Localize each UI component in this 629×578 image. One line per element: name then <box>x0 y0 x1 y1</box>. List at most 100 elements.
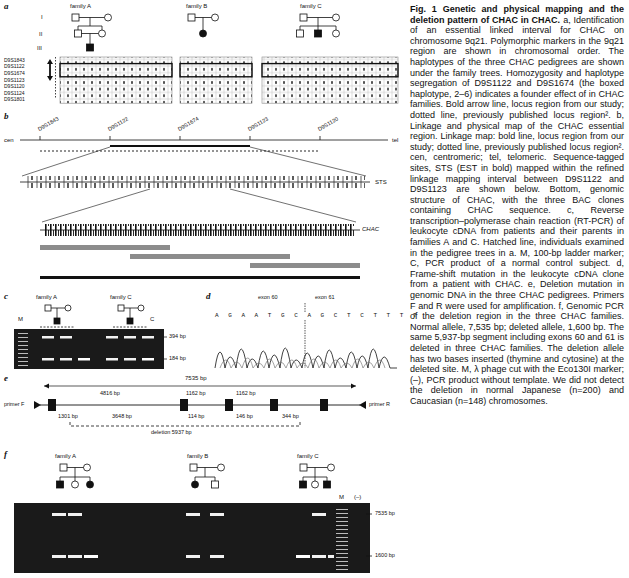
gel-image <box>328 555 334 558</box>
figure-label: 184 bp <box>169 356 186 362</box>
pedigree <box>127 318 133 324</box>
pedigree <box>57 481 64 488</box>
pedigree <box>307 17 333 18</box>
figure-label: exon 60 <box>258 295 278 301</box>
figure-label: primer R <box>369 402 390 408</box>
linkage-map <box>40 136 41 140</box>
deletion-map <box>44 386 356 387</box>
figure-label: deletion 5937 bp <box>150 430 193 436</box>
gel-image <box>142 336 154 339</box>
figure-label: 394 bp <box>169 334 186 340</box>
deletion-map <box>34 384 366 427</box>
chromatogram <box>220 358 385 368</box>
linkage-map <box>130 254 290 259</box>
gel-image <box>186 555 200 558</box>
linkage-map <box>42 189 150 222</box>
gel-image <box>60 336 72 339</box>
figure-label: CHAC <box>362 226 379 232</box>
panel-letter: d <box>206 292 211 301</box>
panel-letter: e <box>4 374 8 383</box>
figure-label: D9S1124 <box>4 91 24 96</box>
gel-image <box>14 329 164 369</box>
pedigree <box>324 481 331 488</box>
pedigree <box>300 481 307 488</box>
linkage-map <box>20 140 388 141</box>
pedigree <box>51 308 65 309</box>
pedigree <box>312 481 319 488</box>
pedigree <box>124 308 138 309</box>
figure-label: family B <box>186 3 207 9</box>
haplotype-grid <box>60 64 172 77</box>
figure-label: exon 61 <box>315 295 335 301</box>
deletion-map <box>34 401 366 409</box>
pedigree <box>318 26 319 30</box>
pedigree <box>130 308 131 318</box>
pedigree <box>84 464 91 471</box>
figure-label: D9S1123 <box>4 78 24 83</box>
pedigree <box>212 481 219 488</box>
pedigree <box>300 14 307 21</box>
sequence-text: A G A A T G C A G C T C T T T T <box>215 313 420 319</box>
gel-image <box>106 336 118 339</box>
gel-image <box>42 358 54 361</box>
figure-label: family B <box>187 453 208 459</box>
gel-image <box>18 331 28 367</box>
marker-label: D9S1122 <box>107 116 129 132</box>
figure-label: 7535 bp <box>375 511 395 517</box>
linkage-map <box>45 224 355 236</box>
marker-label: D9S1120 <box>317 116 339 132</box>
deletion-map <box>40 405 360 406</box>
pedigree <box>333 30 340 37</box>
figure-label: 114 bp <box>188 414 204 420</box>
haplotype-grid <box>60 57 172 103</box>
pedigree <box>60 464 67 471</box>
linkage-map <box>250 147 366 176</box>
haplotype-grid <box>55 57 56 98</box>
pedigree <box>60 477 61 481</box>
haplotype-grid <box>180 64 252 77</box>
deletion-map <box>70 422 300 426</box>
haplotype-grid <box>49 62 51 78</box>
marker-label: D9S1123 <box>247 116 269 132</box>
figure-label: 344 bp <box>282 414 299 420</box>
pedigree <box>190 464 197 471</box>
pedigree <box>303 477 304 481</box>
gel-image <box>68 513 82 516</box>
pedigree <box>315 30 322 37</box>
marker-label: D9S1843 <box>37 116 60 132</box>
band-pointer <box>164 337 167 359</box>
figure-label: II <box>39 31 42 37</box>
figure-label: family C <box>300 3 322 9</box>
marker-label: D9S1674 <box>177 116 200 132</box>
gel-image <box>14 503 372 573</box>
caption-text: a, Identification of an essential linked… <box>410 15 624 406</box>
pedigree <box>200 30 207 37</box>
linkage-map <box>25 176 365 188</box>
figure-caption: Fig. 1 Genetic and physical mapping and … <box>410 4 624 407</box>
pedigree <box>218 464 225 471</box>
pedigree <box>105 14 112 21</box>
linkage-map <box>40 151 320 152</box>
figure-label: III <box>37 45 42 51</box>
figure-label: D9S1674 <box>4 71 25 76</box>
figure-label: D9S1120 <box>4 84 24 89</box>
pedigree <box>78 26 102 27</box>
chromatogram <box>215 348 397 368</box>
gel-image <box>124 336 136 339</box>
pedigree <box>205 468 206 478</box>
panel-letter: a <box>4 2 9 11</box>
gel-image <box>124 358 136 361</box>
gel-image <box>366 514 372 515</box>
figure-label: M <box>339 494 344 500</box>
pedigree <box>45 305 51 311</box>
linkage-map <box>230 189 356 222</box>
linkage-map <box>20 136 388 279</box>
gel-image <box>336 506 348 570</box>
pedigree <box>65 305 71 311</box>
figure-label: 1301 bp <box>58 414 78 420</box>
figure-label: 146 bp <box>236 414 253 420</box>
haplotype-grid <box>262 57 398 103</box>
figure-label: family C <box>110 294 132 300</box>
pedigree <box>113 327 148 328</box>
figure-label: primer F <box>4 402 24 408</box>
